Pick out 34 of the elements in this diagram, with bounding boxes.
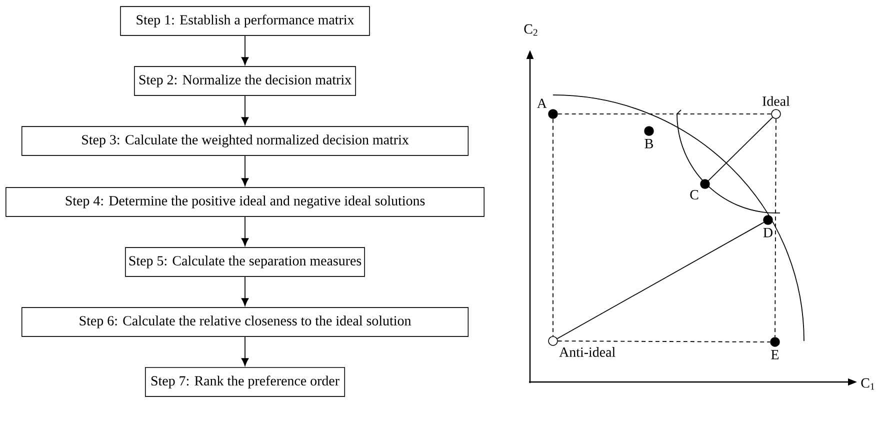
step-box: Step 2: Normalize the decision matrix (134, 66, 356, 96)
axis-label: C$_{2}$ (524, 24, 538, 36)
node-label: Ideal (762, 96, 790, 106)
connector-line (556, 222, 764, 340)
dashed-line (552, 118, 554, 337)
arrow (241, 35, 249, 66)
step-box: Step 5: Calculate the separation measures (125, 247, 365, 277)
point: Ideal (762, 96, 790, 119)
step-box: Step 4: Determine the positive ideal and negative ideal solutions (6, 187, 484, 217)
point: E (770, 337, 780, 360)
arrow (241, 276, 249, 306)
point: D (763, 215, 773, 238)
point: C (690, 179, 710, 200)
node-label: B (644, 139, 653, 148)
dashed-line (557, 340, 771, 342)
node-label: Anti-ideal (559, 347, 616, 357)
arrow (241, 216, 249, 246)
arrow (241, 336, 249, 366)
arrow (241, 95, 249, 126)
node-label: D (763, 228, 772, 238)
point: A (537, 98, 558, 119)
step-box: Step 1: Establish a performance matrix (120, 6, 370, 36)
node-label: C (690, 190, 698, 200)
point: B (644, 126, 654, 148)
step-box: Step 7: Rank the preference order (144, 367, 346, 397)
arrow (241, 155, 249, 186)
node-label: E (771, 350, 779, 360)
node-label: A (537, 98, 547, 108)
step-box: Step 6: Calculate the relative closeness to the ideal solution (21, 307, 469, 337)
axis-label: C$_{1}$ (861, 378, 874, 390)
step-box: Step 3: Calculate the weighted normalized decision matrix (21, 126, 469, 156)
point: Anti-ideal (548, 336, 616, 357)
connector-line (708, 116, 773, 181)
dashed-line (774, 118, 776, 338)
